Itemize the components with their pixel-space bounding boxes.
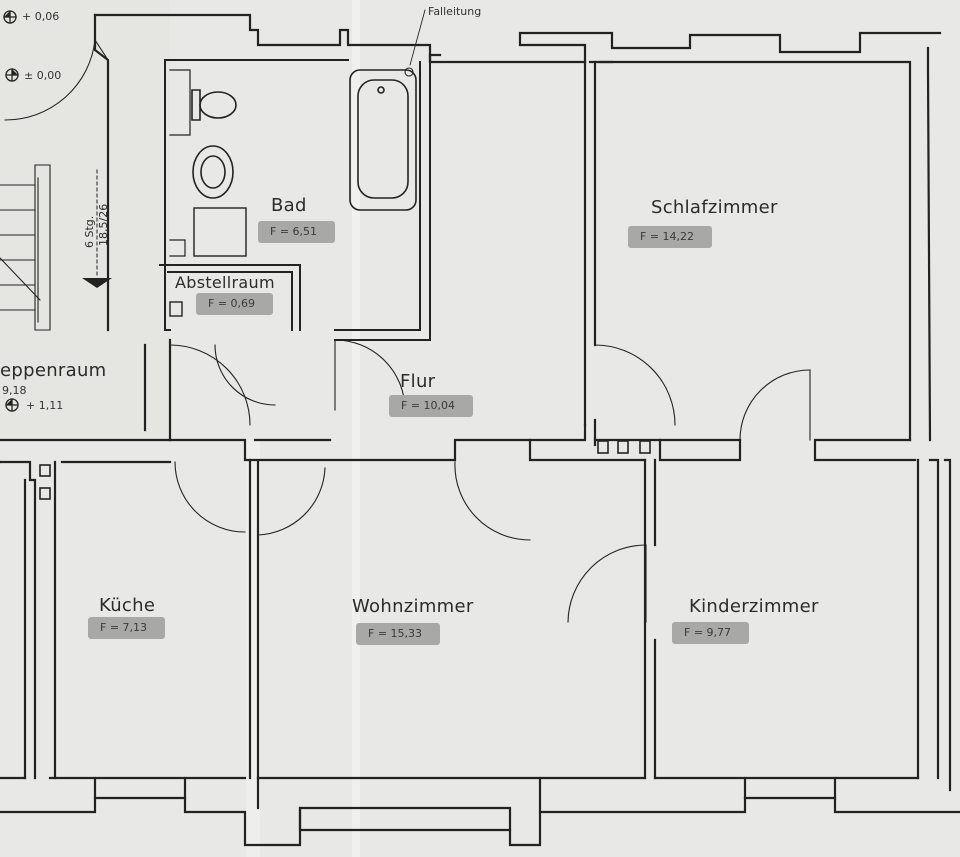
room-label-bad: Bad <box>271 195 307 216</box>
level-stair-landing: + 1,11 <box>26 399 64 412</box>
room-area-treppenraum: 9,18 <box>2 384 27 397</box>
shower-tray <box>193 207 247 257</box>
room-label-wohnzimmer: Wohnzimmer <box>352 596 474 617</box>
exterior-wall-top <box>93 13 942 442</box>
corridor-walls <box>0 338 742 462</box>
bedroom-walls <box>583 60 917 462</box>
room-label-schlafzimmer: Schlafzimmer <box>651 197 778 218</box>
washbasin <box>192 145 234 199</box>
stairs-arrow <box>82 278 112 288</box>
room-area-kueche: F = 7,13 <box>88 617 166 639</box>
level-floor: ± 0,00 <box>24 69 62 82</box>
door-swings <box>169 339 811 623</box>
room-label-treppenraum: eppenraum <box>0 360 107 381</box>
room-label-abstellraum: Abstellraum <box>175 273 275 292</box>
stairs-count-label: 6 Stg. <box>83 215 96 248</box>
room-label-kinderzimmer: Kinderzimmer <box>689 596 819 617</box>
room-area-schlafzimmer: F = 14,22 <box>628 226 713 248</box>
room-area-bad: F = 6,51 <box>258 221 336 243</box>
falleitung-label: Falleitung <box>428 5 482 18</box>
room-area-kinderzimmer: F = 9,77 <box>672 622 750 644</box>
exterior-wall-bottom <box>0 776 960 847</box>
room-area-wohnzimmer: F = 15,33 <box>356 623 441 645</box>
stairs <box>0 164 51 331</box>
bathroom-walls <box>159 59 431 341</box>
room-area-abstellraum: F = 0,69 <box>196 293 274 315</box>
stairs-ratio-label: 18,5/26 <box>97 203 110 246</box>
toilet <box>191 89 237 121</box>
lower-walls <box>0 458 952 792</box>
level-top: + 0,06 <box>22 10 60 23</box>
room-label-kueche: Küche <box>99 595 156 616</box>
room-label-flur: Flur <box>400 371 436 392</box>
room-area-flur: F = 10,04 <box>389 395 474 417</box>
bathtub <box>349 69 417 211</box>
